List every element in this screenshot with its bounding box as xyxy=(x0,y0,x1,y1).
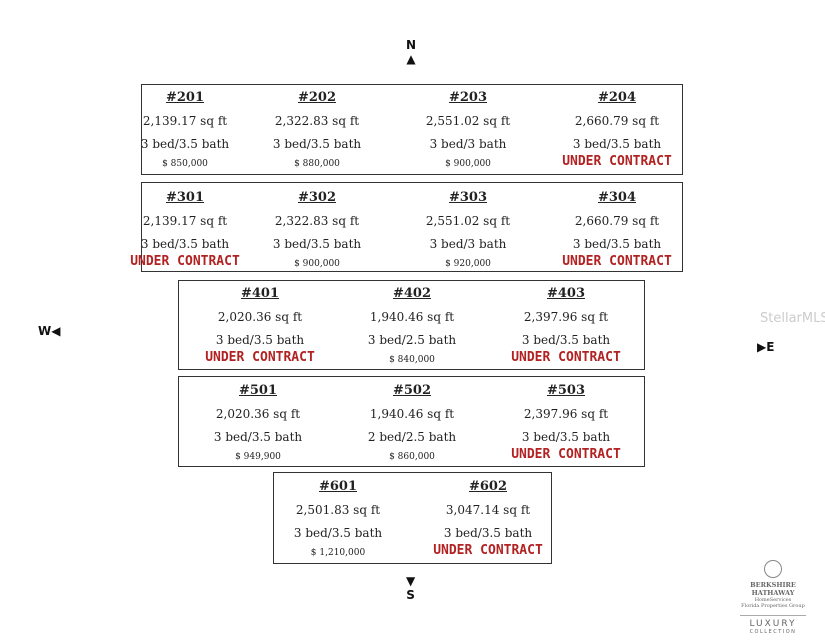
unit-sqft: 2,397.96 sq ft xyxy=(523,310,609,324)
unit-number: #403 xyxy=(546,286,586,301)
brokerage-logo: BERKSHIRE HATHAWAY HomeServices Florida … xyxy=(728,560,818,635)
unit-number: #203 xyxy=(448,90,488,105)
unit-price: $ 900,000 xyxy=(445,159,491,169)
logo-line: COLLECTION xyxy=(749,629,797,635)
unit-sqft: 2,322.83 sq ft xyxy=(274,214,360,228)
north-arrow-icon: ▲ xyxy=(406,52,416,66)
unit-beds: 3 bed/3.5 bath xyxy=(272,137,362,151)
unit-status: UNDER CONTRACT xyxy=(130,254,240,269)
unit-sqft: 2,551.02 sq ft xyxy=(425,214,511,228)
east-label: E xyxy=(766,340,775,354)
unit-beds: 3 bed/3.5 bath xyxy=(521,333,611,347)
unit-price: $ 949,900 xyxy=(235,452,281,462)
unit-sqft: 2,020.36 sq ft xyxy=(215,407,301,421)
unit-price: $ 900,000 xyxy=(294,259,340,269)
unit-sqft: 2,501.83 sq ft xyxy=(295,503,381,517)
unit-beds: 3 bed/3.5 bath xyxy=(140,137,230,151)
unit-price: $ 840,000 xyxy=(389,355,435,365)
unit-sqft: 2,660.79 sq ft xyxy=(574,114,660,128)
unit-sqft: 2,551.02 sq ft xyxy=(425,114,511,128)
north-label: N xyxy=(406,38,417,52)
unit-sqft: 2,397.96 sq ft xyxy=(523,407,609,421)
unit-number: #401 xyxy=(240,286,280,301)
unit-number: #502 xyxy=(392,383,432,398)
south-label: S xyxy=(406,588,415,602)
unit-beds: 3 bed/2.5 bath xyxy=(367,333,457,347)
unit-beds: 3 bed/3.5 bath xyxy=(572,137,662,151)
floor-6 xyxy=(273,472,552,564)
unit-beds: 3 bed/3.5 bath xyxy=(521,430,611,444)
unit-number: #303 xyxy=(448,190,488,205)
unit-price: $ 860,000 xyxy=(389,452,435,462)
west-arrow-icon: ◀ xyxy=(51,324,61,338)
unit-price: $ 880,000 xyxy=(294,159,340,169)
unit-status: UNDER CONTRACT xyxy=(511,350,621,365)
unit-status: UNDER CONTRACT xyxy=(511,447,621,462)
unit-beds: 3 bed/3.5 bath xyxy=(213,430,303,444)
unit-beds: 3 bed/3.5 bath xyxy=(272,237,362,251)
floor-5 xyxy=(178,376,645,467)
unit-sqft: 1,940.46 sq ft xyxy=(369,310,455,324)
unit-status: UNDER CONTRACT xyxy=(562,154,672,169)
unit-sqft: 2,020.36 sq ft xyxy=(217,310,303,324)
unit-number: #301 xyxy=(165,190,205,205)
unit-number: #402 xyxy=(392,286,432,301)
floor-4 xyxy=(178,280,645,370)
unit-number: #201 xyxy=(165,90,205,105)
unit-beds: 3 bed/3.5 bath xyxy=(140,237,230,251)
unit-beds: 3 bed/3.5 bath xyxy=(293,526,383,540)
east-indicator: ▶E xyxy=(757,340,774,354)
unit-status: UNDER CONTRACT xyxy=(433,543,543,558)
unit-sqft: 2,660.79 sq ft xyxy=(574,214,660,228)
unit-price: $ 920,000 xyxy=(445,259,491,269)
unit-number: #304 xyxy=(597,190,637,205)
watermark: StellarMLS xyxy=(760,311,825,326)
unit-number: #204 xyxy=(597,90,637,105)
unit-beds: 3 bed/3.5 bath xyxy=(572,237,662,251)
floor-2 xyxy=(141,84,683,175)
unit-sqft: 2,139.17 sq ft xyxy=(142,114,228,128)
unit-beds: 3 bed/3.5 bath xyxy=(215,333,305,347)
unit-sqft: 2,322.83 sq ft xyxy=(274,114,360,128)
seal-icon xyxy=(764,560,782,578)
unit-status: UNDER CONTRACT xyxy=(205,350,315,365)
logo-line: LUXURY xyxy=(749,619,797,629)
unit-price: $ 1,210,000 xyxy=(310,548,366,558)
unit-beds: 3 bed/3 bath xyxy=(429,137,507,151)
unit-beds: 3 bed/3 bath xyxy=(429,237,507,251)
logo-line: Florida Properties Group xyxy=(741,603,805,609)
unit-status: UNDER CONTRACT xyxy=(562,254,672,269)
unit-number: #602 xyxy=(468,479,508,494)
unit-beds: 2 bed/2.5 bath xyxy=(367,430,457,444)
unit-number: #601 xyxy=(318,479,358,494)
unit-number: #503 xyxy=(546,383,586,398)
unit-sqft: 2,139.17 sq ft xyxy=(142,214,228,228)
unit-price: $ 850,000 xyxy=(162,159,208,169)
north-indicator: N▲ xyxy=(406,38,416,66)
unit-number: #501 xyxy=(238,383,278,398)
unit-beds: 3 bed/3.5 bath xyxy=(443,526,533,540)
logo-line: HomeServices xyxy=(754,597,792,603)
east-arrow-icon: ▶ xyxy=(757,340,767,354)
unit-number: #202 xyxy=(297,90,337,105)
unit-sqft: 3,047.14 sq ft xyxy=(445,503,531,517)
unit-number: #302 xyxy=(297,190,337,205)
logo-line: BERKSHIRE HATHAWAY xyxy=(750,581,796,597)
west-label: W xyxy=(38,324,52,338)
floor-3 xyxy=(141,182,683,272)
south-indicator: ▼S xyxy=(406,574,415,602)
south-arrow-icon: ▼ xyxy=(406,574,416,588)
unit-sqft: 1,940.46 sq ft xyxy=(369,407,455,421)
west-indicator: W◀ xyxy=(38,324,60,338)
